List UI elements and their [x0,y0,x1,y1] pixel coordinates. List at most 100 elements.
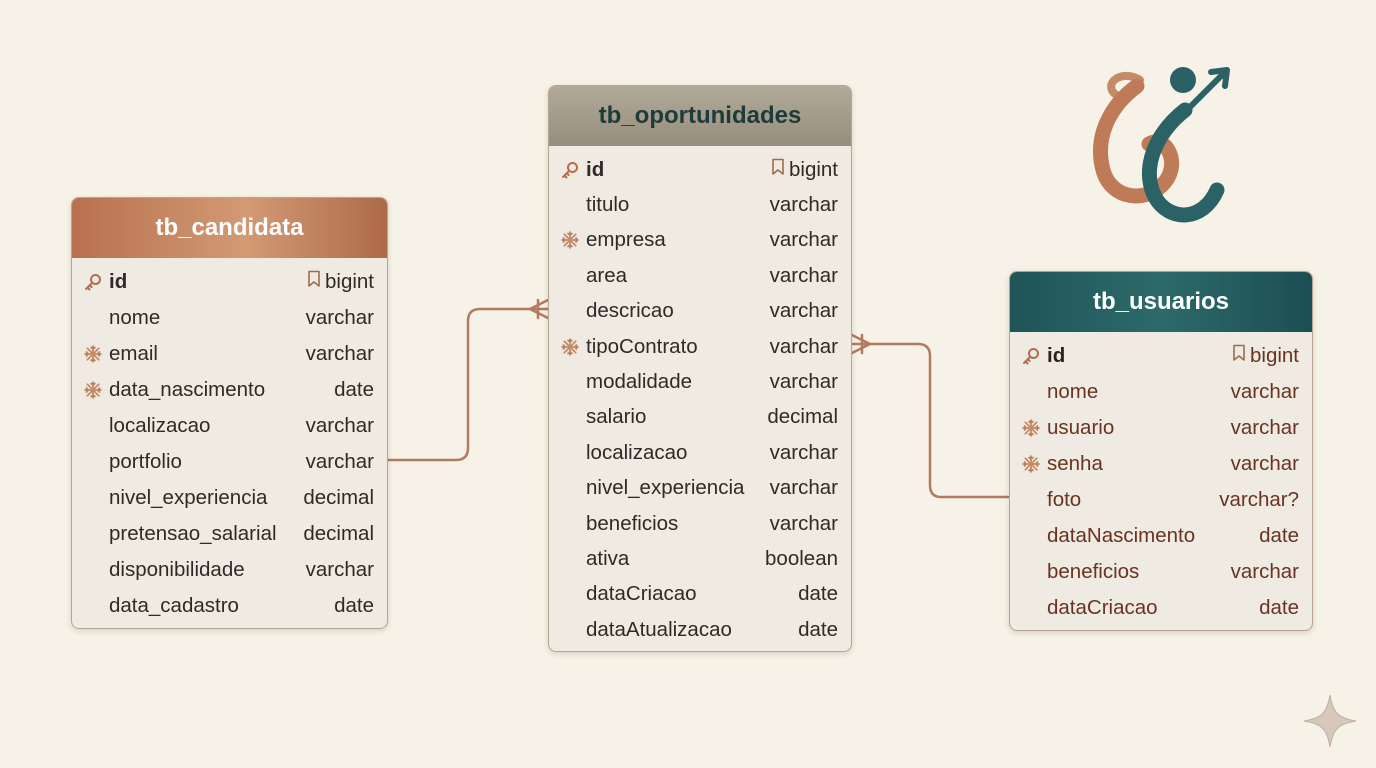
sparkle-icon [1303,694,1357,748]
column-row: data_nascimento date [72,372,387,408]
column-name: dataNascimento [1047,524,1196,547]
column-type-label: varchar [1230,452,1299,475]
column-name: email [109,342,158,365]
column-type: varchar [770,370,838,394]
column-type: varchar [770,228,838,252]
column-type-label: decimal [303,522,374,545]
column-type-label: date [798,582,838,606]
column-name: localizacao [109,414,211,437]
column-type-label: varchar [769,440,838,464]
logo-icon [1093,67,1230,223]
column-row: modalidade varchar [549,364,851,399]
column-type-label: date [334,594,374,617]
bookmark-icon [771,158,785,182]
column-name: area [586,263,628,287]
column-row: tipoContrato varchar [549,329,851,364]
snowflake-icon [560,230,586,250]
column-type: varchar [1231,560,1299,584]
column-type-label: varchar [305,558,374,581]
connector-usuarios-oportunidades [850,342,1011,499]
column-name: empresa [586,228,666,252]
column-row: area varchar [549,258,851,293]
column-type: decimal [767,405,838,429]
column-name: data_cadastro [109,594,239,617]
column-name: modalidade [586,370,692,394]
column-type: bigint [1232,344,1299,368]
column-name: id [586,157,605,181]
column-name: dataCriacao [1047,596,1158,619]
column-type-label: boolean [765,546,838,570]
column-type: varchar [306,342,374,366]
column-type: varchar [770,264,838,288]
column-type: varchar [1231,380,1299,404]
column-row: email varchar [72,336,387,372]
column-type-label: varchar [769,299,838,323]
column-type-label: date [334,378,374,401]
column-type: date [798,582,838,606]
key-icon [560,160,586,180]
column-name: data_nascimento [109,378,266,401]
column-type: decimal [303,486,374,510]
column-type-label: bigint [324,270,374,293]
column-type-label: varchar? [1219,488,1299,511]
column-type: varchar [770,335,838,359]
table-title: tb_oportunidades [549,86,851,146]
key-icon [83,272,109,292]
column-type: decimal [303,522,374,546]
column-type-label: varchar [769,228,838,252]
column-name: disponibilidade [109,558,245,581]
column-type: varchar? [1219,488,1299,512]
bookmark-icon [1232,344,1246,368]
snowflake-icon [83,344,109,364]
column-row: disponibilidade varchar [72,552,387,588]
column-type-label: bigint [1249,344,1299,367]
column-type: varchar [306,306,374,330]
column-type: varchar [770,476,838,500]
column-row: data_cadastro date [72,588,387,624]
column-type-label: varchar [305,306,374,329]
column-name: nome [109,306,161,329]
column-type-label: bigint [788,157,838,181]
column-type: varchar [1231,452,1299,476]
column-type: varchar [770,441,838,465]
column-name: nome [1047,380,1099,403]
column-row: id bigint [72,264,387,300]
column-type: bigint [307,270,374,294]
column-name: tipoContrato [586,334,698,358]
column-list: id bigint nome varchar email varchar data_nasc… [72,258,387,628]
column-type-label: decimal [303,486,374,509]
column-name: id [109,270,128,293]
column-type-label: varchar [769,193,838,217]
column-row: pretensao_salarial decimal [72,516,387,552]
snowflake-icon [560,337,586,357]
table-title: tb_candidata [72,198,387,258]
crowfoot-oportunidades-right [850,333,872,355]
column-row: dataNascimento date [1010,518,1312,554]
column-type-label: date [798,617,838,641]
column-name: beneficios [1047,560,1140,583]
column-type-label: date [1259,524,1299,547]
column-type: varchar [770,193,838,217]
column-type-label: varchar [1230,560,1299,583]
column-type-label: varchar [305,342,374,365]
column-name: pretensao_salarial [109,522,277,545]
column-row: nome varchar [72,300,387,336]
column-row: id bigint [549,152,851,187]
